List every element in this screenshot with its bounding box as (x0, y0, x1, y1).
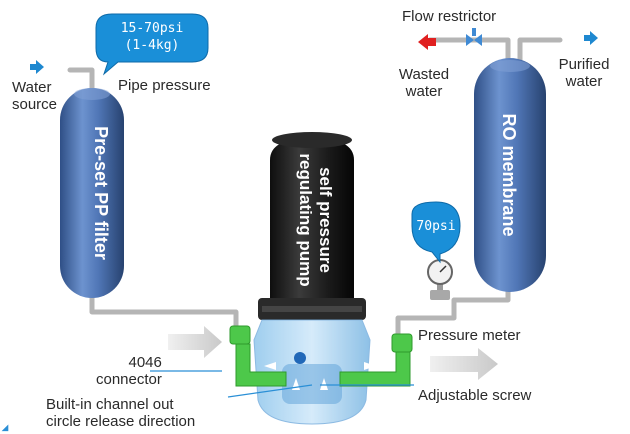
pp-filter-label: Pre-set PP filter (91, 126, 111, 260)
pipe-pressure-label: Pipe pressure (118, 77, 211, 94)
pipe-pressure-bubble-line1: 15-70psi (120, 21, 184, 36)
meter-value-bubble-text: 70psi (416, 219, 456, 234)
transparent-bowl (253, 319, 371, 425)
purified-water-label: Purified water (558, 56, 610, 90)
wasted-water-label: Wasted water (398, 66, 450, 100)
gray-flow-arrows (168, 326, 498, 380)
pump-label-line1: self pressure (316, 167, 335, 273)
pressure-meter-gauge (427, 259, 453, 300)
water-in-arrow (30, 60, 44, 74)
adjustable-screw-knob (294, 352, 306, 364)
flow-restrictor-label: Flow restrictor (402, 8, 497, 25)
connectors (229, 325, 413, 387)
pp-filter-vessel: Pre-set PP filter (60, 88, 124, 298)
connector-label: 4046 connector (96, 354, 162, 388)
ro-membrane-vessel: RO membrane (474, 58, 546, 292)
meter-value-bubble (411, 201, 461, 264)
pressure-meter-label: Pressure meter (418, 327, 521, 344)
purified-water-arrow (584, 31, 598, 45)
pressure-regulating-pump: self pressure regulating pump (258, 132, 366, 320)
adjustable-screw-label: Adjustable screw (418, 387, 532, 404)
builtin-channel-label: Built-in channel out circle release dire… (46, 396, 196, 430)
corner-mark: ◢ (1, 423, 9, 432)
water-source-label: Water source (12, 79, 58, 113)
wasted-water-arrow (418, 34, 436, 50)
flow-restrictor-valve (466, 28, 482, 46)
ro-membrane-label: RO membrane (499, 113, 519, 236)
leader-lines (150, 370, 414, 398)
pipe-pressure-bubble (95, 13, 209, 76)
pump-label-line2: regulating pump (296, 153, 315, 286)
pipe-pressure-bubble-line2: (1-4kg) (124, 38, 180, 53)
